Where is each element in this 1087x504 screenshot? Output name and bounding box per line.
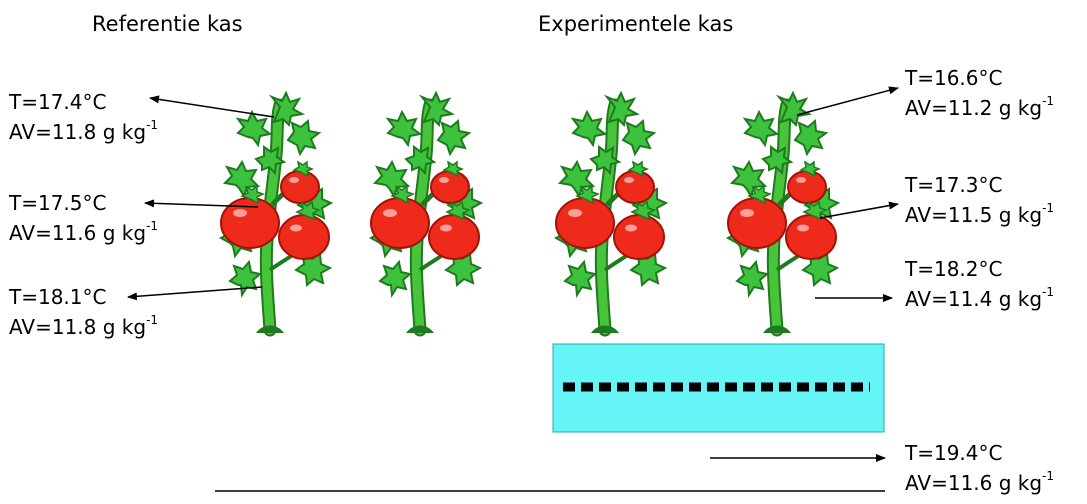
reference-label-middle: T=17.5°C AV=11.6 g kg-1	[9, 188, 158, 248]
temperature-value: T=17.3°C	[905, 173, 1003, 197]
arrow	[819, 201, 899, 219]
reference-title: Referentie kas	[92, 12, 243, 36]
tomato-plant-icon	[221, 93, 331, 333]
temperature-value: T=18.1°C	[9, 285, 107, 309]
humidity-value: AV=11.8 g kg-1	[9, 118, 159, 144]
reference-label-bottom: T=18.1°C AV=11.8 g kg-1	[9, 282, 158, 342]
arrow	[127, 286, 263, 301]
tomato-plant-icon	[371, 93, 481, 333]
reference-label-top: T=17.4°C AV=11.8 g kg-1	[9, 87, 158, 147]
humidity-value: AV=11.8 g kg-1	[9, 313, 159, 339]
temperature-value: T=17.5°C	[9, 191, 107, 215]
experimental-label-bottom: T=18.2°C AV=11.4 g kg-1	[905, 254, 1054, 314]
arrow	[149, 95, 275, 118]
experimental-label-top: T=16.6°C AV=11.2 g kg-1	[905, 63, 1054, 123]
temperature-value: T=17.4°C	[9, 90, 107, 114]
arrow	[144, 199, 259, 208]
ground-label: T=19.4°C AV=11.6 g kg-1	[905, 438, 1054, 498]
humidity-value: AV=11.6 g kg-1	[9, 219, 159, 245]
temperature-value: T=16.6°C	[905, 66, 1003, 90]
humidity-value: AV=11.5 g kg-1	[905, 201, 1055, 227]
temperature-value: T=18.2°C	[905, 257, 1003, 281]
humidity-value: AV=11.6 g kg-1	[905, 469, 1055, 495]
tomato-plant-icon	[728, 93, 838, 333]
humidity-value: AV=11.2 g kg-1	[905, 94, 1055, 120]
humidity-value: AV=11.4 g kg-1	[905, 285, 1055, 311]
experimental-label-middle: T=17.3°C AV=11.5 g kg-1	[905, 170, 1054, 230]
experimental-title: Experimentele kas	[538, 12, 734, 36]
temperature-value: T=19.4°C	[905, 441, 1003, 465]
arrow	[796, 86, 899, 116]
tomato-plant-icon	[556, 93, 666, 333]
